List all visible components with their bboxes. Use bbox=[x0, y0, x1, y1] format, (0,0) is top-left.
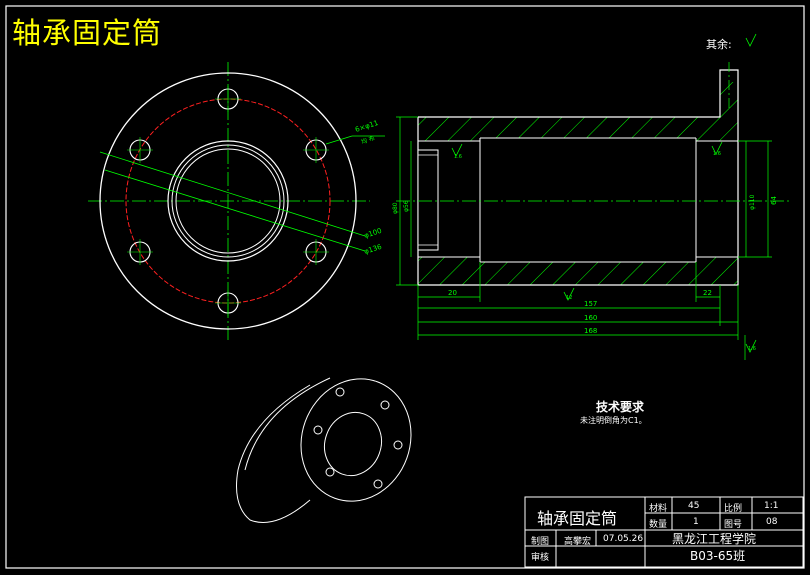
dim-dia-64: 64 bbox=[770, 196, 778, 205]
dim-len-20: 20 bbox=[448, 289, 457, 297]
dim-len-160: 160 bbox=[584, 314, 597, 322]
dim-holes-note: 均 布 bbox=[360, 134, 376, 146]
dim-len-168: 168 bbox=[584, 327, 597, 335]
drawing-border bbox=[5, 5, 805, 569]
tb-school: 黑龙江工程学院 bbox=[672, 532, 757, 546]
isometric-view bbox=[236, 377, 412, 523]
tb-scale-label: 比例 bbox=[724, 504, 743, 514]
rough-4: 1.6 bbox=[748, 346, 756, 352]
tb-drawing-no: 08 bbox=[766, 517, 778, 527]
front-view bbox=[88, 62, 385, 342]
rough-2: 1.6 bbox=[713, 151, 721, 157]
tb-class: B03-65班 bbox=[690, 549, 746, 563]
tb-drawing-no-label: 图号 bbox=[724, 520, 743, 530]
tb-date: 07.05.26 bbox=[603, 534, 644, 544]
dim-dia-left2: φ56 bbox=[403, 200, 410, 212]
drawing-title: 轴承固定筒 bbox=[12, 16, 163, 50]
tb-material: 45 bbox=[688, 501, 700, 511]
dim-holes: 6×φ11 bbox=[354, 119, 379, 134]
dim-len-22: 22 bbox=[703, 289, 712, 297]
dim-dia-right: φ110 bbox=[749, 194, 756, 210]
title-block bbox=[524, 496, 804, 568]
dim-len-157: 157 bbox=[584, 300, 597, 308]
rough-3: 12 bbox=[566, 295, 572, 301]
tb-qty: 1 bbox=[693, 517, 699, 527]
rough-1: 1.6 bbox=[454, 154, 462, 160]
tb-drawn-label: 制图 bbox=[531, 537, 550, 547]
tb-part-name: 轴承固定筒 bbox=[537, 509, 618, 528]
tb-scale: 1:1 bbox=[764, 501, 779, 511]
dim-dia-136: φ136 bbox=[363, 243, 383, 256]
technical-heading: 技术要求 bbox=[596, 400, 645, 414]
tb-material-label: 材料 bbox=[649, 504, 668, 514]
tb-check-label: 审核 bbox=[531, 553, 550, 563]
dim-dia-100: φ100 bbox=[363, 227, 383, 240]
roughness-note: 其余: bbox=[706, 38, 732, 51]
technical-note: 未注明倒角为C1。 bbox=[580, 416, 647, 425]
section-view bbox=[396, 33, 790, 360]
tb-qty-label: 数量 bbox=[649, 520, 668, 530]
tb-drawn-by: 高攀宏 bbox=[564, 537, 592, 547]
dim-dia-left: φ80 bbox=[392, 202, 399, 214]
